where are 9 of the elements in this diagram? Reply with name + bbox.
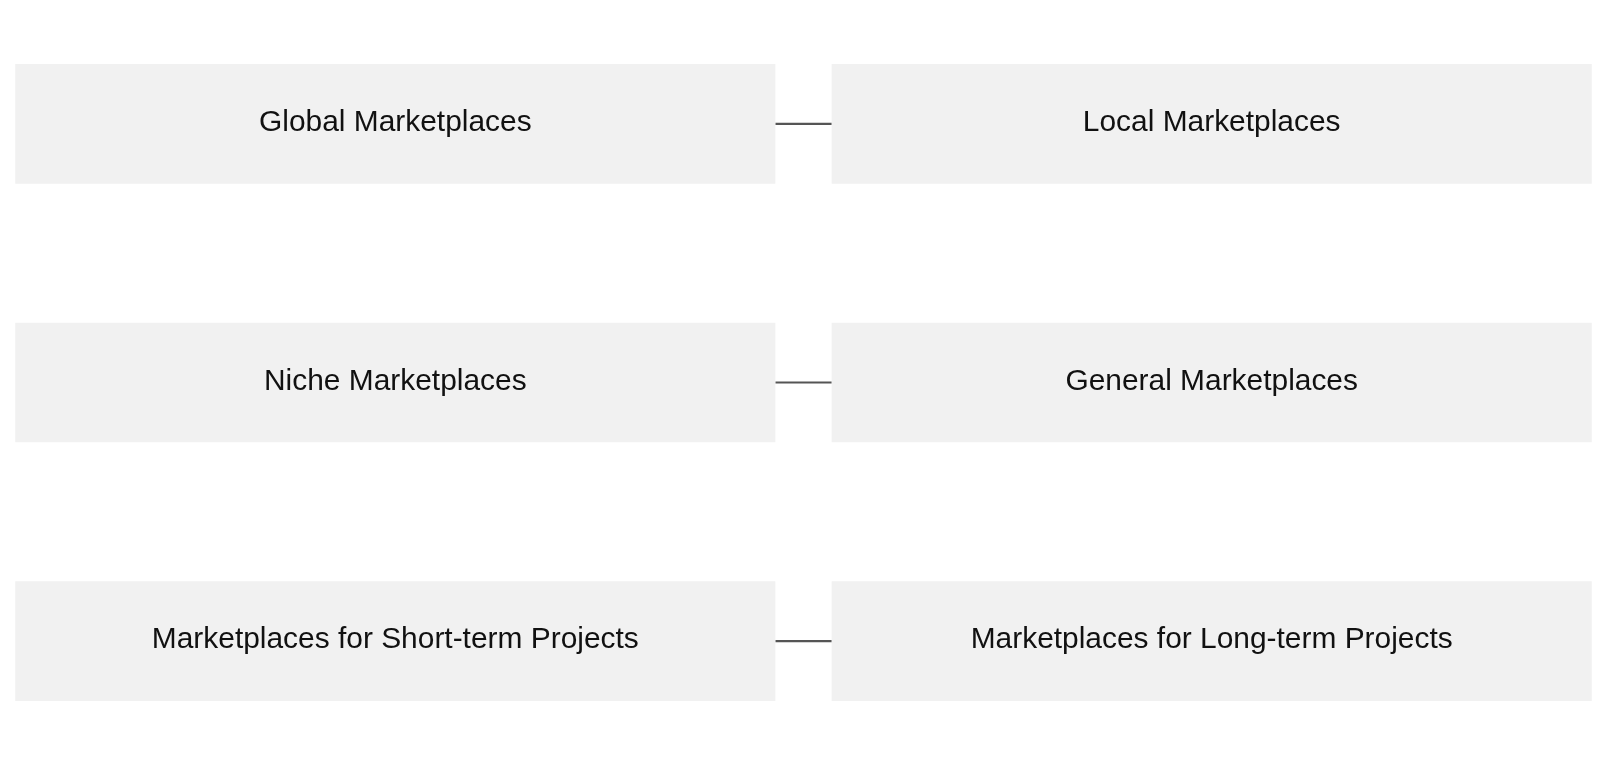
connector [775, 640, 832, 643]
node-box: General Marketplaces [831, 322, 1592, 443]
connector [775, 381, 832, 384]
node-box: Local Marketplaces [831, 64, 1592, 184]
node-box: Global Marketplaces [15, 64, 776, 184]
connector [775, 122, 832, 125]
node-box: Niche Marketplaces [15, 322, 776, 443]
node-box: Marketplaces for Short-term Projects [15, 581, 776, 701]
node-box: Marketplaces for Long-term Projects [831, 581, 1592, 701]
